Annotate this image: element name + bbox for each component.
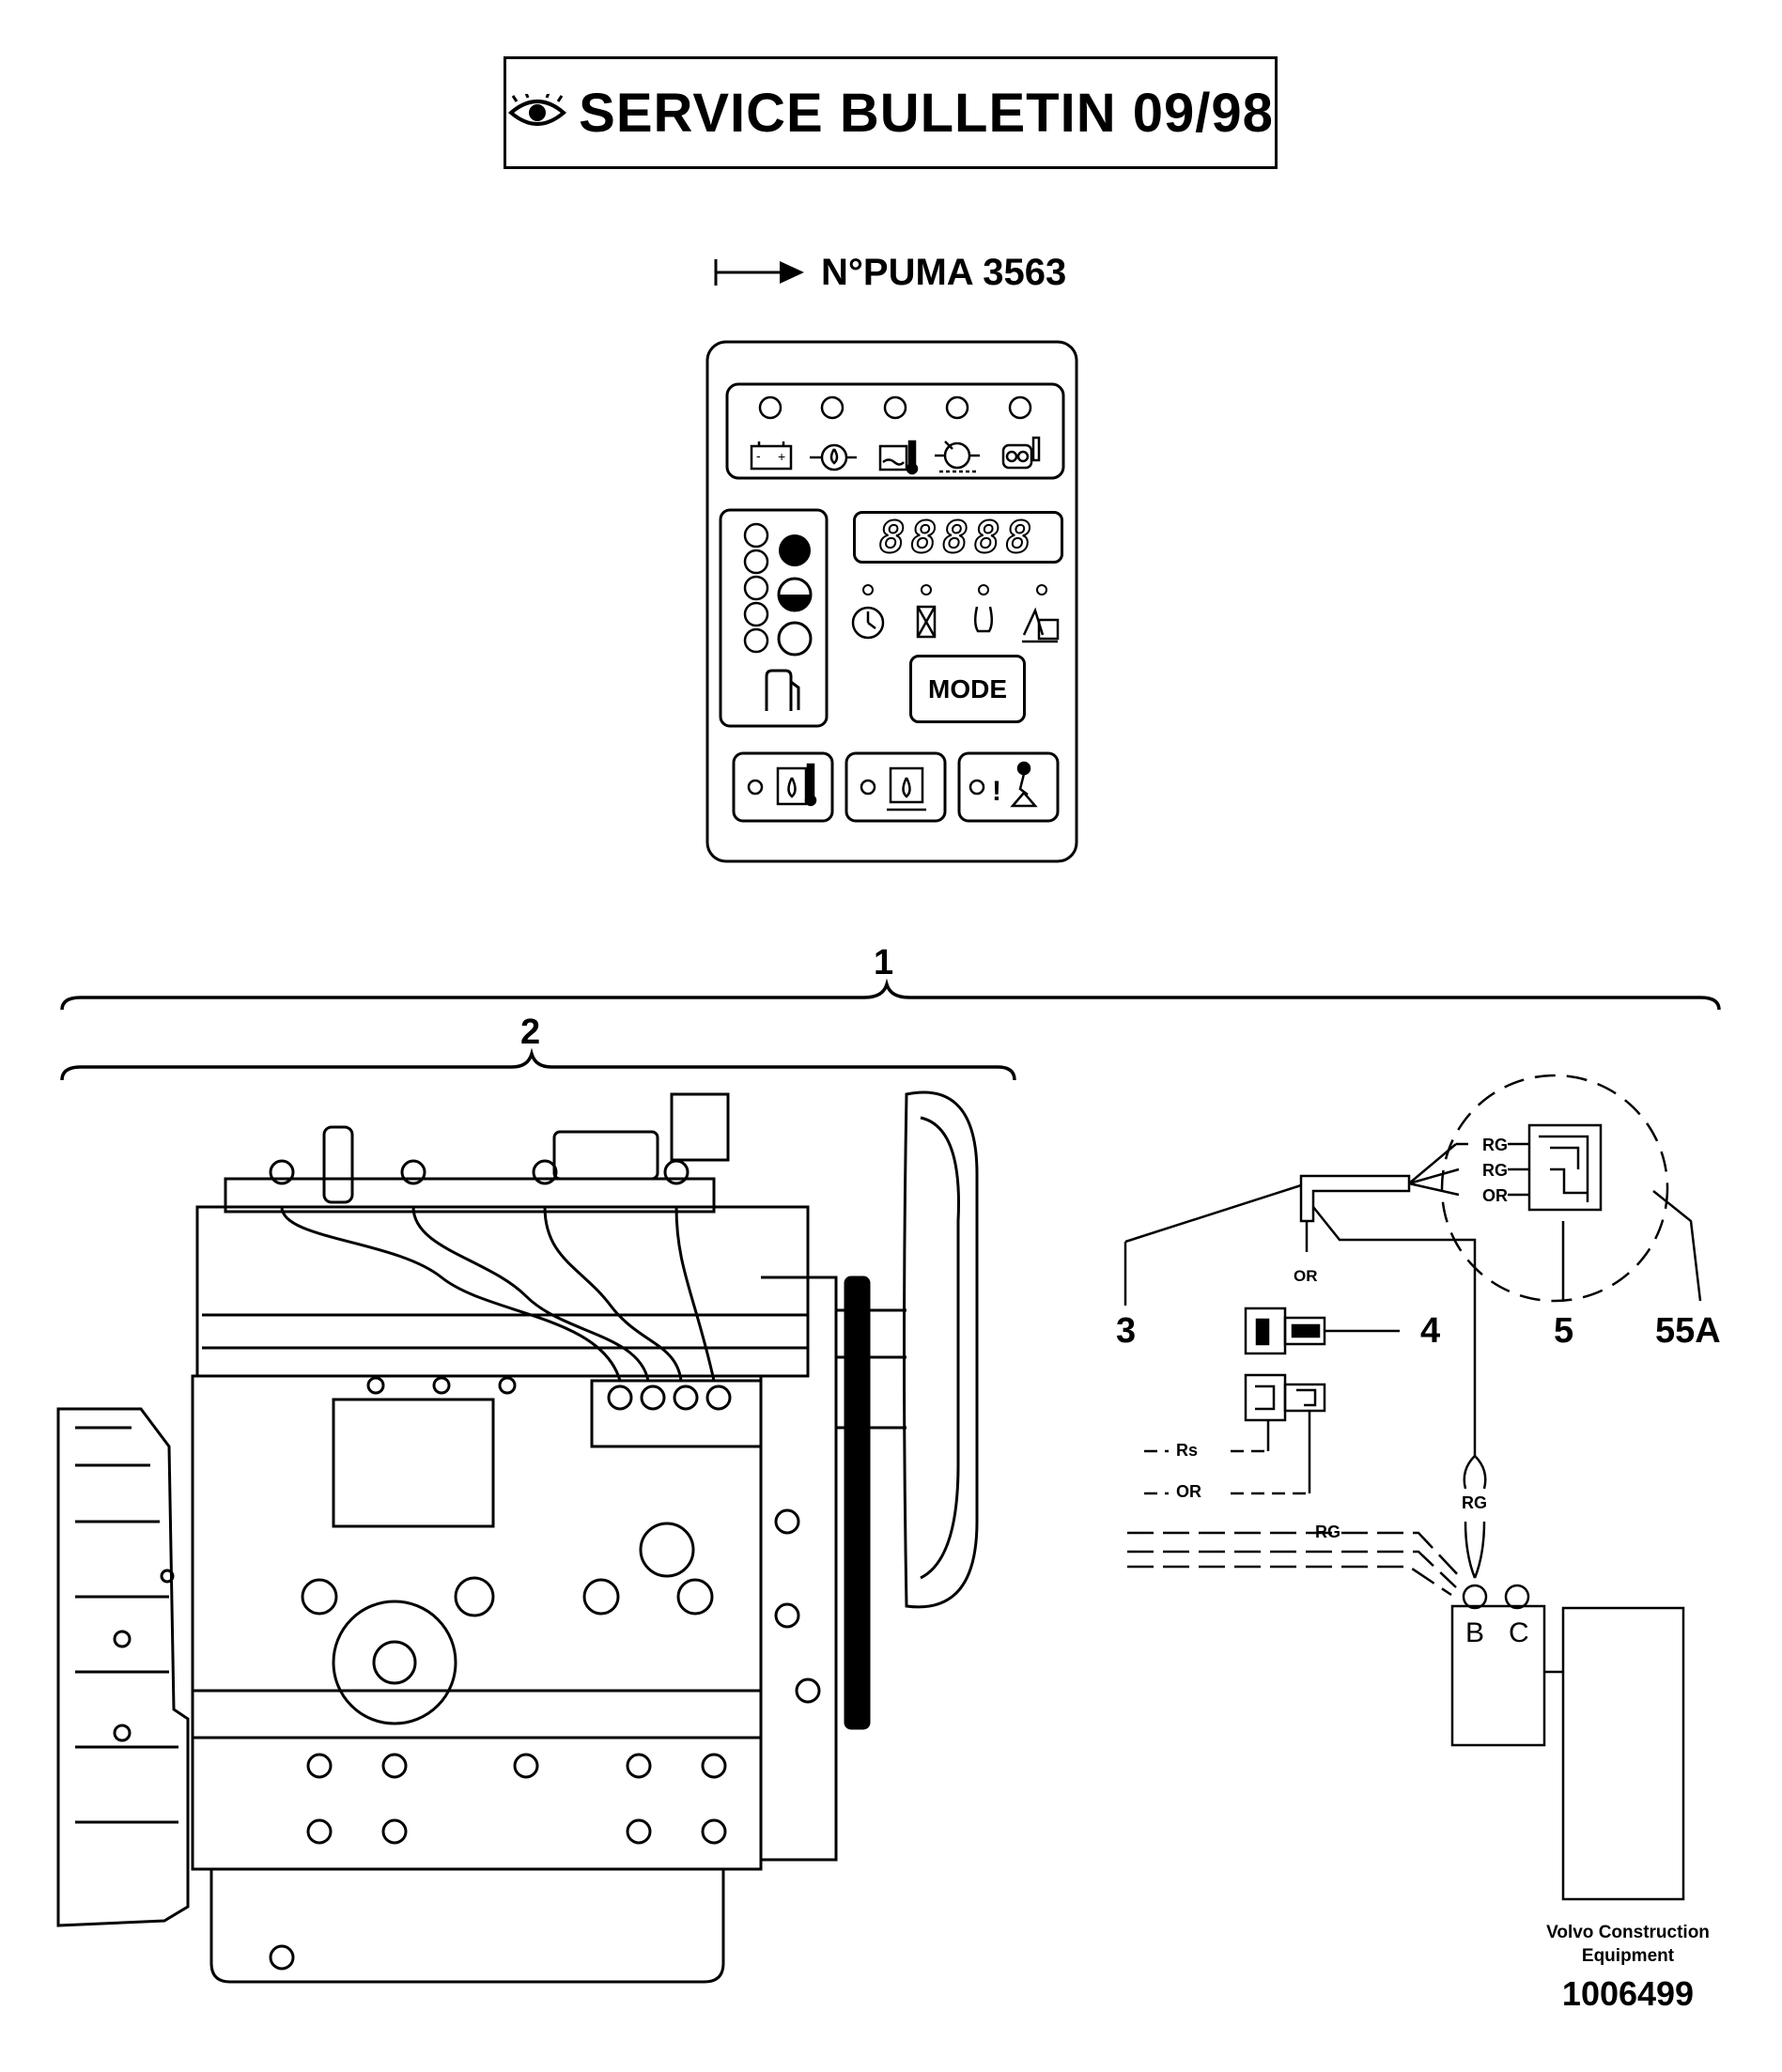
- lamp-icon: [974, 606, 993, 633]
- battery-icon: -+: [750, 441, 793, 471]
- fuel-full-indicator: [779, 534, 811, 566]
- callout-55a: 55A: [1655, 1311, 1721, 1351]
- air-filter-icon: [1001, 436, 1041, 470]
- charging-icon: [935, 441, 980, 473]
- instrument-panel: [705, 340, 1078, 863]
- digital-display: 88888: [853, 511, 1063, 564]
- wire-label-or: OR: [1482, 1186, 1508, 1205]
- serial-range: N°PUMA 3563: [714, 249, 1066, 296]
- brace-2: [60, 1047, 1016, 1081]
- fuel-gauge-block: [719, 508, 829, 728]
- wire-label-or-upper: OR: [1294, 1267, 1318, 1285]
- hydraulic-temperature-icon: [776, 763, 817, 807]
- svg-text:+: +: [778, 449, 785, 464]
- safety-lever-icon: !: [992, 761, 1038, 808]
- wire-label-rg2: RG: [1482, 1161, 1508, 1180]
- safety-lever-switch[interactable]: [957, 751, 1060, 823]
- oil-pressure-icon: [810, 443, 857, 472]
- serial-number: N°PUMA 3563: [821, 251, 1067, 293]
- fuel-filter-icon: [916, 605, 937, 639]
- document-number: 1006499: [1561, 1974, 1695, 2013]
- wire-label-rg1: RG: [1482, 1136, 1508, 1154]
- operator-icon: [1022, 607, 1060, 643]
- wiring-diagram: [1123, 1074, 1702, 1901]
- hydraulic-level-switch[interactable]: [845, 751, 947, 823]
- clock-icon: [851, 606, 885, 640]
- callout-4: 4: [1420, 1311, 1441, 1351]
- arrow-from-icon: [714, 259, 804, 286]
- fuel-half-indicator: [777, 577, 813, 612]
- wire-label-rg-lower: RG: [1315, 1523, 1340, 1541]
- svg-text:!: !: [992, 776, 1001, 807]
- terminal-c: C: [1509, 1617, 1529, 1648]
- wire-label-rg-loop: RG: [1462, 1493, 1487, 1512]
- display-digits: 88888: [878, 511, 1038, 564]
- company-name: Volvo Construction Equipment: [1546, 1923, 1710, 1966]
- wire-label-rs: Rs: [1176, 1441, 1199, 1460]
- switch-leds: [747, 779, 985, 796]
- mode-button[interactable]: MODE: [909, 655, 1026, 723]
- callout-3: 3: [1116, 1311, 1137, 1351]
- callout-5: 5: [1554, 1311, 1574, 1351]
- engine-drawing: [56, 1090, 979, 1984]
- coolant-temperature-icon: [878, 440, 919, 475]
- terminal-b: B: [1465, 1617, 1485, 1648]
- bulletin-title: SERVICE BULLETIN 09/98: [579, 82, 1274, 144]
- fuel-empty-indicator: [777, 621, 813, 657]
- hydraulic-temperature-switch[interactable]: [732, 751, 834, 823]
- warning-lamps: [758, 395, 1032, 420]
- eye-icon: [508, 94, 567, 126]
- bulletin-title-box: SERVICE BULLETIN 09/98: [504, 56, 1278, 169]
- svg-text:-: -: [756, 448, 761, 463]
- callout-1: 1: [874, 943, 894, 982]
- warning-lamp-row: [725, 382, 1065, 480]
- hydraulic-level-icon: [887, 766, 926, 812]
- fuel-gauge-leds: [743, 522, 769, 654]
- fuel-pump-icon: [765, 669, 800, 711]
- callout-2: 2: [520, 1013, 541, 1052]
- brace-1: [60, 978, 1721, 1011]
- wire-label-or-lower: OR: [1176, 1482, 1201, 1501]
- detail-circle: [1440, 1074, 1669, 1303]
- service-indicator-dots: [862, 584, 1047, 595]
